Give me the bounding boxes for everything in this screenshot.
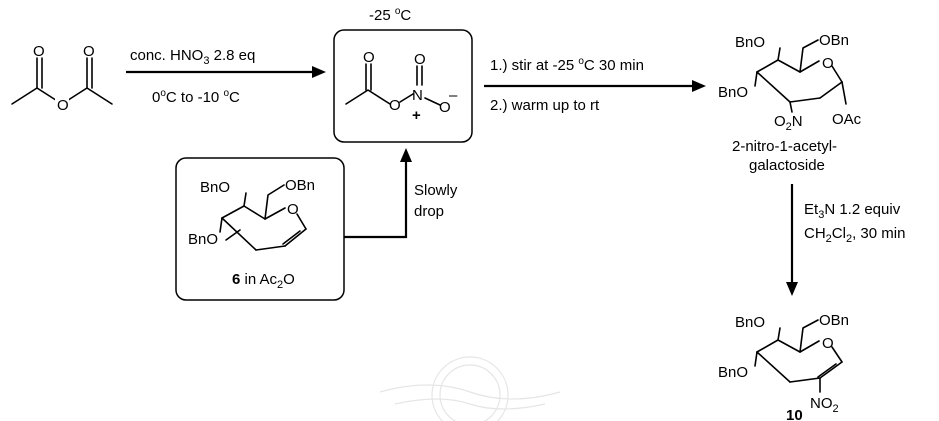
conditions-stir: 1.) stir at -25 oC 30 min xyxy=(490,56,644,74)
nitroglycal-bno-bottom: BnO xyxy=(718,364,748,381)
acetyl-ester-oxygen: O xyxy=(389,97,401,114)
nitroglycal-10-structure: BnO OBn O BnO NO2 xyxy=(718,312,849,415)
glycal-obn: OBn xyxy=(285,177,315,194)
nitro-acetyl-galactoside-structure: BnO OBn O BnO O2N OAc xyxy=(718,32,862,133)
conditions-hno3: conc. HNO3 2.8 eq xyxy=(130,47,255,67)
reaction-arrow-elimination xyxy=(786,184,798,296)
nitroglycal-label: 10 xyxy=(786,407,803,421)
nitroglycal-obn: OBn xyxy=(819,312,849,329)
nitrate-minus-charge: – xyxy=(449,87,458,104)
reaction-arrow-nitration xyxy=(126,66,326,78)
acetyl-carbonyl-oxygen: O xyxy=(363,49,375,66)
nitrate-oxygen-top: O xyxy=(414,51,426,68)
anhydride-carbonyl-oxygen-left: O xyxy=(33,43,45,60)
conditions-warm: 2.) warm up to rt xyxy=(490,97,600,114)
reaction-arrow-stir-warm xyxy=(484,80,706,92)
glycal-box xyxy=(175,157,345,301)
acetic-anhydride-structure: O O O xyxy=(11,43,113,114)
nitrate-oxygen-anion: O xyxy=(439,99,451,116)
glycal-bno-top: BnO xyxy=(200,179,230,196)
nitrate-plus-charge: + xyxy=(412,107,421,124)
glycal-6-structure: BnO OBn O BnO xyxy=(188,177,315,251)
acetyl-nitrate-structure: O O N O + O – xyxy=(345,49,458,124)
conditions-temperature: 0oC to -10 oC xyxy=(152,88,240,106)
galactoside-bno-bottom: BnO xyxy=(718,84,748,101)
addition-connector-arrow xyxy=(344,148,412,239)
galactoside-bno-top: BnO xyxy=(735,34,765,51)
nitrate-nitrogen: N xyxy=(412,87,423,104)
glycal-ring-oxygen: O xyxy=(287,201,299,218)
galactoside-name-line2: galactoside xyxy=(749,157,825,174)
galactoside-ring-oxygen: O xyxy=(822,55,834,72)
glycal-label: 6 in Ac2O xyxy=(232,271,295,291)
galactoside-obn: OBn xyxy=(819,32,849,49)
galactoside-o2n: O2N xyxy=(774,113,803,133)
galactoside-oac: OAc xyxy=(832,111,862,128)
conditions-ch2cl2: CH2Cl2, 30 min xyxy=(804,225,905,245)
glycal-bno-bottom: BnO xyxy=(188,231,218,248)
intermediate-temperature: -25 oC xyxy=(369,6,411,24)
nitroglycal-ring-oxygen: O xyxy=(822,335,834,352)
addition-slowly: Slowly xyxy=(414,182,458,199)
acetyl-nitrate-box xyxy=(333,29,473,143)
conditions-et3n: Et3N 1.2 equiv xyxy=(804,201,901,221)
watermark-seal xyxy=(379,356,561,421)
nitroglycal-bno-top: BnO xyxy=(735,314,765,331)
anhydride-carbonyl-oxygen-right: O xyxy=(83,43,95,60)
galactoside-name-line1: 2-nitro-1-acetyl- xyxy=(732,138,837,155)
addition-drop: drop xyxy=(414,203,444,220)
nitroglycal-no2: NO2 xyxy=(810,395,839,415)
anhydride-bridging-oxygen: O xyxy=(57,97,69,114)
